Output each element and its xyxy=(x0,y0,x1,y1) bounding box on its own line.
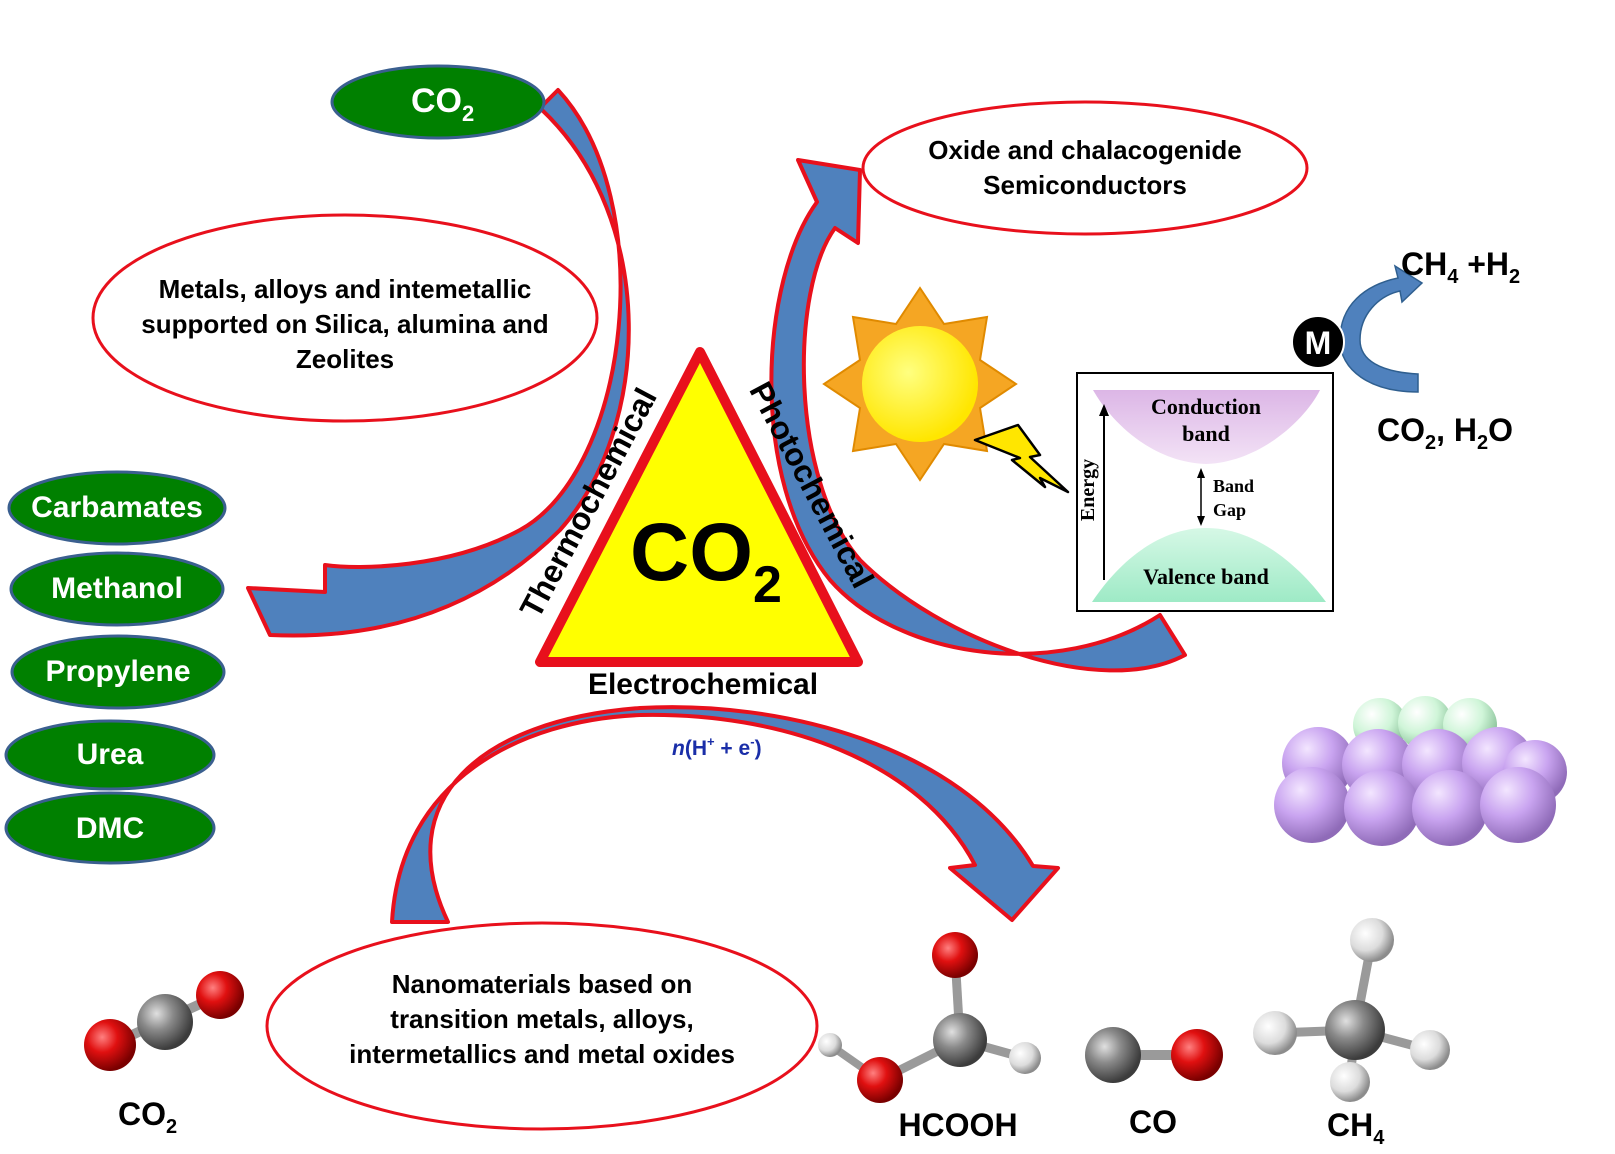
product-label: Methanol xyxy=(51,572,183,605)
sun-icon xyxy=(822,286,1018,482)
electro-catalyst-line-2: transition metals, alloys, xyxy=(390,1004,693,1034)
metal-cycle-arrow xyxy=(1339,264,1424,393)
valence-band-label: Valence band xyxy=(1143,564,1269,589)
energy-axis-label: Energy xyxy=(1077,459,1099,521)
product-pill xyxy=(9,551,225,627)
central-triangle xyxy=(535,347,863,667)
electrochemical-arrow xyxy=(390,705,1060,924)
conduction-band-line-2: band xyxy=(1182,421,1230,446)
electro-catalyst-ellipse xyxy=(265,921,819,1131)
molecule-label-hcooh: HCOOH xyxy=(898,1107,1017,1143)
hcooh-molecule xyxy=(818,932,1041,1103)
molecule-label-co: CO xyxy=(1129,1104,1177,1140)
thermo-catalyst-line-3: Zeolites xyxy=(296,344,394,374)
electro-catalyst-line-3: intermetallics and metal oxides xyxy=(349,1039,735,1069)
thermochemical-arrow xyxy=(246,88,631,638)
band-gap-arrowhead-down xyxy=(1197,516,1205,526)
co2-molecule xyxy=(84,971,244,1071)
metal-catalyst-badge xyxy=(1291,315,1345,369)
conduction-band-line-1: Conduction xyxy=(1151,394,1261,419)
valence-band-shape xyxy=(1092,528,1326,602)
molecule-label-ch4: CH4 xyxy=(1327,1107,1385,1149)
thermo-input-co2-label: CO2 xyxy=(411,82,474,126)
product-label: Carbamates xyxy=(31,491,203,524)
electro-reagent-label: n(H+ + e-) xyxy=(672,734,762,760)
product-pill xyxy=(4,719,216,791)
ch4-molecule xyxy=(1253,918,1450,1102)
product-pill xyxy=(4,791,216,865)
electro-catalyst-line-1: Nanomaterials based on xyxy=(392,969,693,999)
product-label: Urea xyxy=(77,738,144,771)
metal-catalyst-label: M xyxy=(1305,325,1332,361)
thermo-catalyst-ellipse xyxy=(91,213,599,423)
metal-surface-icon xyxy=(1274,696,1567,846)
thermo-catalyst-line-2: supported on Silica, alumina and xyxy=(141,309,548,339)
photo-catalyst-line-2: Semiconductors xyxy=(983,170,1187,200)
co-molecule xyxy=(1085,1027,1223,1083)
band-gap-arrowhead-up xyxy=(1197,468,1205,478)
product-label: DMC xyxy=(76,812,144,845)
band-diagram: Conduction band Valence band Band Gap En… xyxy=(1076,372,1334,612)
band-gap-line-1: Band xyxy=(1213,476,1254,496)
thermo-products-list: Carbamates Methanol Propylene Urea DMC xyxy=(4,470,227,865)
band-gap-line-2: Gap xyxy=(1213,500,1246,520)
thermo-input-co2-pill xyxy=(330,64,546,140)
conduction-band-shape xyxy=(1093,390,1320,464)
electrochemical-label: Electrochemical xyxy=(588,668,818,701)
product-pill xyxy=(10,634,226,710)
photo-reactant-label: CO2, H2O xyxy=(1377,412,1513,454)
thermo-catalyst-line-1: Metals, alloys and intemetallic xyxy=(159,274,532,304)
lightning-icon xyxy=(973,423,1070,494)
center-co2-label: CO2 xyxy=(630,507,782,614)
photo-catalyst-ellipse xyxy=(861,100,1309,236)
photochemical-arrow xyxy=(769,158,1187,673)
product-pill xyxy=(7,470,227,546)
molecule-label-co2: CO2 xyxy=(118,1096,177,1138)
product-label: Propylene xyxy=(45,655,190,688)
photo-product-label: CH4 +H2 xyxy=(1401,246,1520,288)
energy-axis-arrowhead xyxy=(1099,404,1109,416)
photo-catalyst-line-1: Oxide and chalacogenide xyxy=(928,135,1242,165)
